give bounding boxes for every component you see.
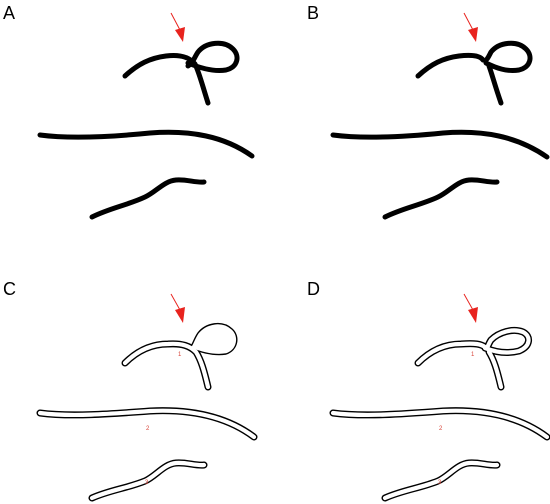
panel-b: B bbox=[307, 3, 550, 220]
worm-1-tail bbox=[122, 53, 211, 106]
red-arrow-a bbox=[170, 12, 185, 42]
worm-group-a bbox=[37, 40, 255, 220]
red-arrow-c bbox=[170, 293, 185, 323]
worm-outline-group-d bbox=[329, 326, 550, 502]
worm-label-1: 1 bbox=[471, 352, 475, 358]
panel-label-d: D bbox=[307, 279, 320, 299]
panel-label-b: B bbox=[307, 3, 319, 23]
worm-outline-group-c bbox=[36, 322, 258, 502]
worm-label-1: 1 bbox=[178, 352, 182, 358]
red-arrow-d bbox=[463, 293, 478, 323]
worm-label-3: 3 bbox=[145, 480, 149, 486]
worm-1-loop bbox=[483, 40, 533, 73]
panel-a: A bbox=[3, 3, 255, 220]
panel-c: C 1 2 3 bbox=[3, 279, 258, 502]
panel-d: D 1 2 3 bbox=[307, 279, 550, 502]
worm-1-loop bbox=[185, 40, 240, 73]
worm-label-2: 2 bbox=[146, 426, 150, 432]
worm-2 bbox=[37, 129, 255, 159]
panel-label-c: C bbox=[3, 279, 16, 299]
worm-1-tail bbox=[415, 52, 486, 79]
worm-label-2: 2 bbox=[439, 426, 443, 432]
red-arrow-b bbox=[463, 12, 478, 42]
worm-1-body bbox=[486, 63, 504, 106]
worm-3 bbox=[382, 177, 500, 220]
worm-2 bbox=[330, 129, 550, 160]
worm-group-b bbox=[330, 40, 550, 220]
panel-label-a: A bbox=[3, 3, 15, 23]
worm-label-3: 3 bbox=[438, 480, 442, 486]
worm-3 bbox=[89, 177, 207, 220]
